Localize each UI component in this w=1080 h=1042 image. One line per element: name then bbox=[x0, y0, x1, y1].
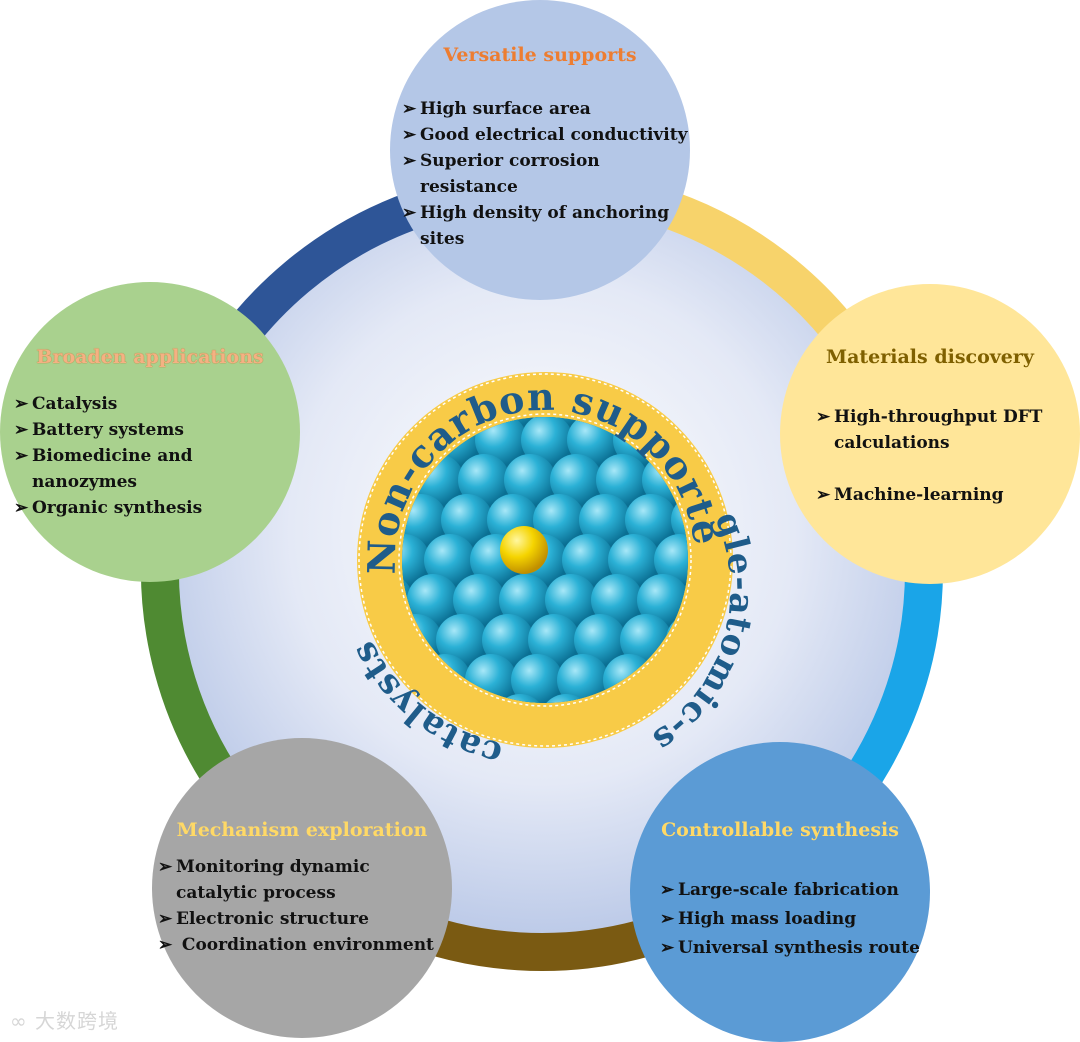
support-atom bbox=[545, 574, 597, 626]
support-atom bbox=[608, 534, 660, 586]
watermark-text: 大数跨境 bbox=[35, 1009, 120, 1033]
arrow-bullet-icon: ➢ bbox=[14, 446, 29, 466]
support-atom bbox=[407, 574, 459, 626]
arrow-bullet-icon: ➢ bbox=[14, 498, 29, 518]
arrow-bullet-icon: ➢ bbox=[660, 909, 675, 929]
support-atom bbox=[436, 614, 488, 666]
node-versatile-supports: Versatile supports ➢High surface area➢Go… bbox=[390, 0, 690, 300]
list-item: ➢Catalysis bbox=[14, 391, 300, 417]
arrow-bullet-icon: ➢ bbox=[660, 938, 675, 958]
watermark-logo-icon: ∞ bbox=[10, 1009, 28, 1033]
center-band-dashed-edge bbox=[358, 373, 732, 747]
support-atom bbox=[637, 574, 688, 626]
arrow-bullet-icon: ➢ bbox=[158, 857, 173, 877]
list-item: ➢Electronic structure bbox=[158, 906, 450, 932]
support-atom bbox=[550, 454, 602, 506]
list-item-text: Large-scale fabrication bbox=[678, 880, 899, 900]
list-item: ➢High density of anchoring sites bbox=[402, 200, 692, 252]
node-controllable-list: ➢Large-scale fabrication➢High mass loadi… bbox=[660, 876, 930, 963]
support-atom bbox=[424, 534, 476, 586]
node-materials-list: ➢High-throughput DFT calculations➢Machin… bbox=[816, 404, 1056, 508]
list-item-text: Catalysis bbox=[32, 394, 118, 414]
list-item-text: High density of anchoring sites bbox=[420, 203, 670, 249]
support-atom bbox=[402, 534, 430, 586]
list-item-text: High surface area bbox=[420, 99, 591, 119]
list-item-text: Organic synthesis bbox=[32, 498, 203, 518]
arrow-bullet-icon: ➢ bbox=[158, 909, 173, 929]
support-atom bbox=[511, 654, 563, 703]
support-atom bbox=[562, 534, 614, 586]
list-item: ➢Large-scale fabrication bbox=[660, 876, 930, 905]
arrow-bullet-icon: ➢ bbox=[402, 151, 417, 171]
list-item: ➢Organic synthesis bbox=[14, 495, 300, 521]
list-item-text: Battery systems bbox=[32, 420, 184, 440]
arrow-bullet-icon: ➢ bbox=[402, 125, 417, 145]
support-atom bbox=[596, 454, 648, 506]
lattice-edge bbox=[398, 413, 692, 707]
arrow-bullet-icon: ➢ bbox=[816, 407, 831, 427]
node-broaden-list: ➢Catalysis➢Battery systems➢Biomedicine a… bbox=[14, 391, 300, 521]
support-atom bbox=[625, 494, 677, 546]
support-atom bbox=[574, 614, 626, 666]
node-materials-title: Materials discovery bbox=[826, 346, 1034, 368]
arrow-bullet-icon: ➢ bbox=[660, 880, 675, 900]
list-item: ➢Battery systems bbox=[14, 417, 300, 443]
list-item: ➢Monitoring dynamic catalytic process bbox=[158, 854, 450, 906]
list-item-text: Machine-learning bbox=[834, 485, 1004, 505]
arrow-bullet-icon: ➢ bbox=[816, 485, 831, 505]
arrow-bullet-icon: ➢ bbox=[402, 99, 417, 119]
support-atom bbox=[453, 574, 505, 626]
node-mechanism-title: Mechanism exploration bbox=[176, 819, 428, 841]
support-atom bbox=[579, 494, 631, 546]
list-item-text: Biomedicine and nanozymes bbox=[32, 446, 193, 492]
support-atom bbox=[458, 454, 510, 506]
node-broaden-title: Broaden applications bbox=[36, 346, 264, 368]
list-item: ➢High surface area bbox=[402, 96, 692, 122]
list-item: ➢Universal synthesis route bbox=[660, 934, 930, 963]
list-item-text: Monitoring dynamic catalytic process bbox=[176, 857, 370, 903]
list-item-text: High-throughput DFT calculations bbox=[834, 407, 1043, 453]
arrow-bullet-icon: ➢ bbox=[14, 394, 29, 414]
arrow-bullet-icon: ➢ bbox=[158, 935, 173, 955]
list-item: ➢Biomedicine and nanozymes bbox=[14, 443, 300, 495]
node-versatile-list: ➢High surface area➢Good electrical condu… bbox=[402, 96, 692, 252]
node-materials-discovery: Materials discovery ➢High-throughput DFT… bbox=[780, 284, 1080, 584]
node-mechanism-exploration: Mechanism exploration ➢Monitoring dynami… bbox=[152, 738, 452, 1038]
support-atom bbox=[654, 534, 688, 586]
node-broaden-applications: Broaden applications ➢Catalysis➢Battery … bbox=[0, 282, 300, 582]
single-atom bbox=[500, 526, 548, 574]
node-controllable-title: Controllable synthesis bbox=[661, 819, 899, 841]
list-item-text: Coordination environment bbox=[176, 935, 434, 955]
list-item-text: Superior corrosion resistance bbox=[420, 151, 600, 197]
support-atom bbox=[591, 574, 643, 626]
arrow-bullet-icon: ➢ bbox=[402, 203, 417, 223]
list-item: ➢Superior corrosion resistance bbox=[402, 148, 692, 200]
support-atom bbox=[441, 494, 493, 546]
support-atom bbox=[504, 454, 556, 506]
list-item-text: High mass loading bbox=[678, 909, 857, 929]
support-atom bbox=[528, 614, 580, 666]
list-item: ➢Good electrical conductivity bbox=[402, 122, 692, 148]
support-atom bbox=[499, 574, 551, 626]
node-controllable-synthesis: Controllable synthesis ➢Large-scale fabr… bbox=[630, 742, 930, 1042]
list-item: ➢Machine-learning bbox=[816, 482, 1056, 508]
support-atom bbox=[533, 494, 585, 546]
support-atom bbox=[521, 417, 573, 466]
list-item-text: Good electrical conductivity bbox=[420, 125, 688, 145]
support-atom bbox=[482, 614, 534, 666]
arrow-bullet-icon: ➢ bbox=[14, 420, 29, 440]
list-item-text: Universal synthesis route bbox=[678, 938, 920, 958]
watermark: ∞ 大数跨境 bbox=[10, 1005, 119, 1034]
node-versatile-title: Versatile supports bbox=[443, 44, 637, 66]
list-item: ➢High-throughput DFT calculations bbox=[816, 404, 1056, 456]
list-item-text: Electronic structure bbox=[176, 909, 369, 929]
support-atom bbox=[557, 654, 609, 703]
list-item: ➢High mass loading bbox=[660, 905, 930, 934]
list-item: ➢ Coordination environment bbox=[158, 932, 450, 958]
node-mechanism-list: ➢Monitoring dynamic catalytic process➢El… bbox=[158, 854, 450, 958]
